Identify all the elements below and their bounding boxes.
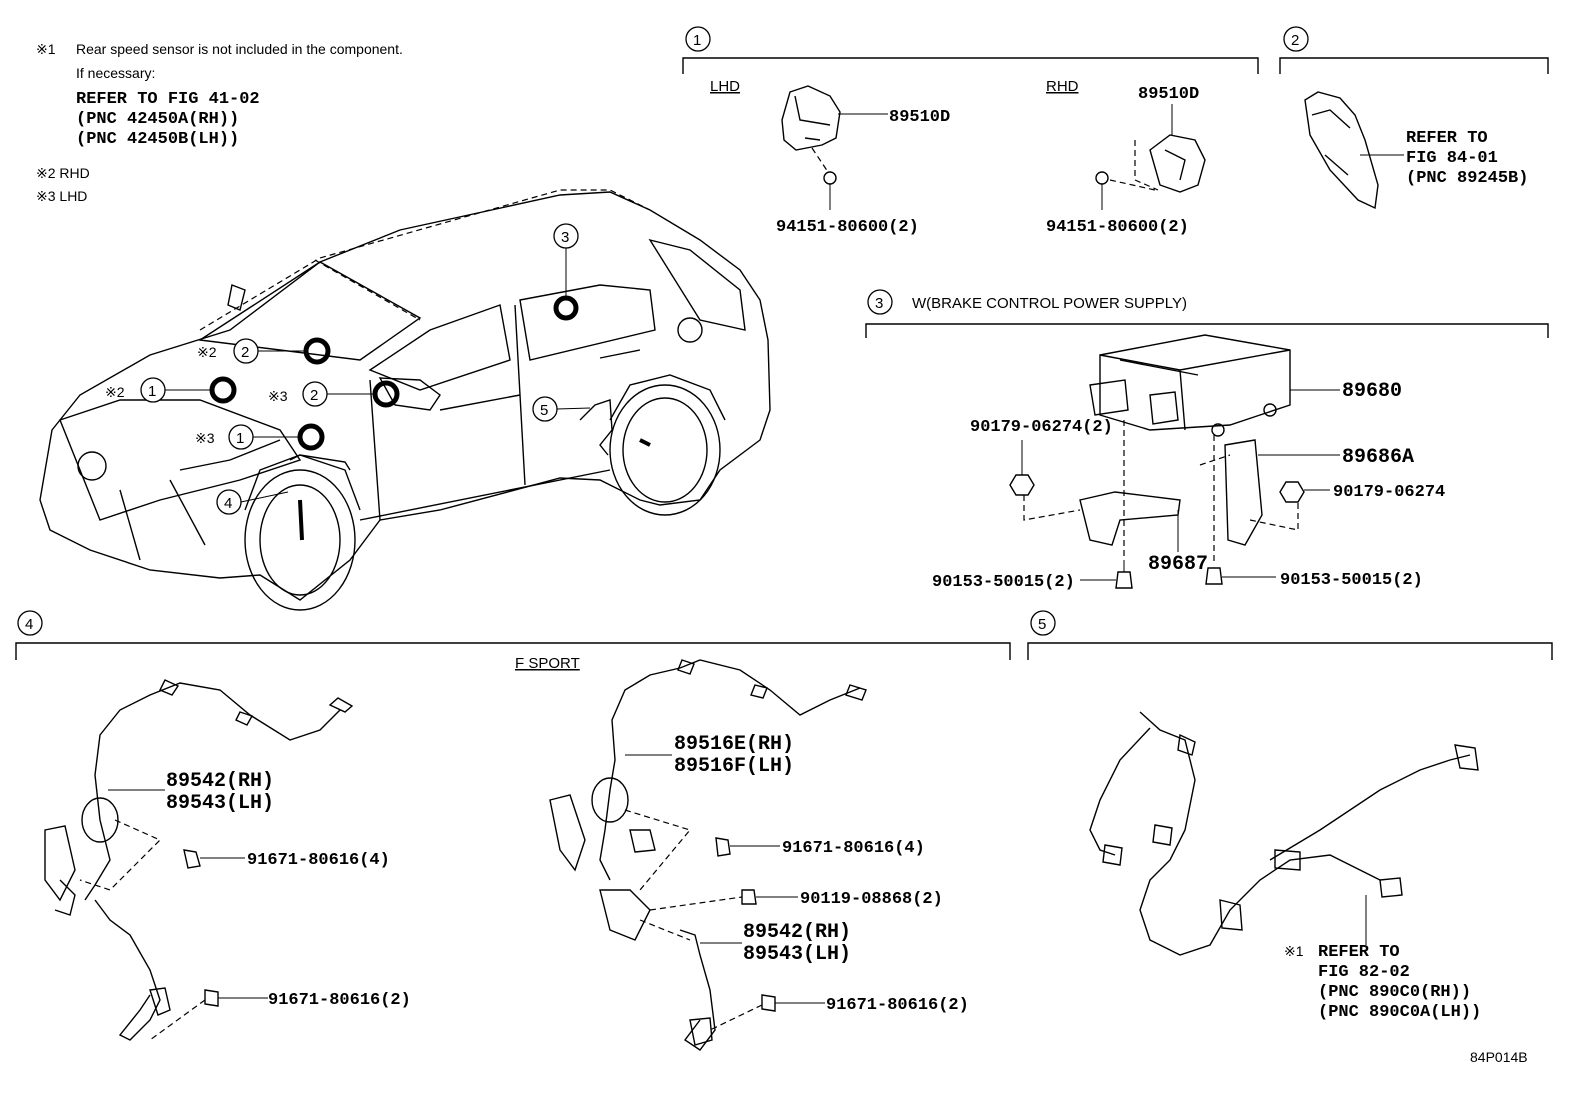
car-callout-4: 4 [216, 489, 289, 515]
note1-line5: (PNC 42450B(LH)) [76, 130, 239, 149]
note1-text: Rear speed sensor is not included in the… [76, 41, 403, 57]
part-89510d-lhd: 89510D [889, 108, 950, 127]
part-90179-2: 90179-06274(2) [970, 418, 1113, 437]
car-callout-lhd-2: ※3 2 [268, 381, 374, 407]
figure-id: 84P014B [1470, 1049, 1528, 1065]
part-89510d-rhd: 89510D [1138, 85, 1199, 104]
car-callout-lhd-2-label: 2 [310, 387, 318, 404]
car-callout-rhd-1: ※2 1 [105, 377, 211, 403]
section-4-fsport-label: F SPORT [515, 655, 580, 672]
ref5-mark: ※1 [1284, 943, 1304, 959]
ref5-line1: REFER TO [1318, 943, 1400, 962]
ref2-line2: FIG 84-01 [1406, 149, 1498, 168]
part-89516e: 89516E(RH) [674, 733, 794, 756]
part-91671-4-b: 91671-80616(4) [782, 839, 925, 858]
car-callout-3-label: 3 [561, 229, 569, 246]
car-callout-5: 5 [532, 396, 591, 422]
section-3: 3 W(BRAKE CONTROL POWER SUPPLY) [865, 289, 1549, 592]
car-callout-rhd-2-mark: ※2 [197, 344, 217, 360]
note2: ※2 RHD [36, 165, 90, 181]
ref5-line3: (PNC 890C0(RH)) [1318, 983, 1471, 1002]
part-89542-rh-a: 89542(RH) [166, 770, 274, 793]
part-90179: 90179-06274 [1333, 483, 1445, 502]
part-90119: 90119-08868(2) [800, 890, 943, 909]
part-91671-2-a: 91671-80616(2) [268, 991, 411, 1010]
note3: ※3 LHD [36, 188, 87, 204]
part-89516f: 89516F(LH) [674, 755, 794, 778]
car-callout-3: 3 [553, 223, 579, 296]
section-5-number: 5 [1038, 616, 1046, 633]
ref2-line1: REFER TO [1406, 129, 1488, 148]
ref2-line3: (PNC 89245B) [1406, 169, 1528, 188]
car-callout-rhd-1-mark: ※2 [105, 384, 125, 400]
brake-power-supply-drawing [1009, 334, 1340, 589]
section-1-rhd-label: RHD [1046, 78, 1079, 95]
part-91671-4-a: 91671-80616(4) [247, 851, 390, 870]
section-5: 5 ※1 REFER TO FIG 82-02 (PNC 890C0(RH)) … [1027, 610, 1553, 1022]
section-1: 1 LHD RHD 89510D 94151-80600(2) 89510D 9… [682, 26, 1259, 237]
yaw-sensor-lhd-drawing [781, 85, 888, 210]
section-2: 2 REFER TO FIG 84-01 (PNC 89245B) [1279, 26, 1549, 210]
part-90153-right: 90153-50015(2) [1280, 571, 1423, 590]
notes-block: ※1 Rear speed sensor is not included in … [36, 41, 403, 204]
rear-harness-drawing [1089, 711, 1479, 956]
note1-line2: If necessary: [76, 65, 155, 81]
ref5-line2: FIG 82-02 [1318, 963, 1410, 982]
car-callout-lhd-1: ※3 1 [195, 424, 299, 450]
harness-fsport-drawing [549, 659, 867, 1051]
ref5-line4: (PNC 890C0A(LH)) [1318, 1003, 1481, 1022]
car-illustration: 3 ※2 2 ※2 1 ※3 2 ※3 1 5 [39, 189, 771, 611]
note1-line3: REFER TO FIG 41-02 [76, 90, 260, 109]
section-4: 4 F SPORT 89542(RH) 89543(LH) 91671-8061… [15, 610, 1011, 1051]
part-89687: 89687 [1148, 553, 1208, 576]
part-94151-rhd: 94151-80600(2) [1046, 218, 1189, 237]
harness-standard-drawing [44, 679, 354, 1041]
part-89680: 89680 [1342, 380, 1402, 403]
part-90153-left: 90153-50015(2) [932, 573, 1075, 592]
part-89543-lh-b: 89543(LH) [743, 943, 851, 966]
part-91671-2-b: 91671-80616(2) [826, 996, 969, 1015]
section-4-number: 4 [25, 616, 33, 633]
yaw-rate-sensor-drawing [1304, 91, 1404, 210]
part-89543-lh-a: 89543(LH) [166, 792, 274, 815]
part-89686a: 89686A [1342, 446, 1414, 469]
section-3-number: 3 [875, 295, 883, 312]
part-94151-lhd: 94151-80600(2) [776, 218, 919, 237]
car-callout-rhd-2: ※2 2 [197, 338, 305, 364]
car-callout-lhd-2-mark: ※3 [268, 388, 288, 404]
note1-line4: (PNC 42450A(RH)) [76, 110, 239, 129]
car-callout-rhd-1-label: 1 [148, 383, 156, 400]
part-89542-rh-b: 89542(RH) [743, 921, 851, 944]
car-callout-4-label: 4 [224, 495, 232, 512]
section-1-lhd-label: LHD [710, 78, 740, 95]
note1-mark: ※1 [36, 41, 56, 57]
yaw-sensor-rhd-drawing [1095, 104, 1206, 210]
car-callout-5-label: 5 [540, 402, 548, 419]
section-3-title: W(BRAKE CONTROL POWER SUPPLY) [912, 295, 1187, 312]
car-callout-lhd-1-mark: ※3 [195, 430, 215, 446]
car-callout-lhd-1-label: 1 [236, 430, 244, 447]
car-callout-rhd-2-label: 2 [241, 344, 249, 361]
section-2-number: 2 [1291, 32, 1299, 49]
section-1-number: 1 [693, 32, 701, 49]
